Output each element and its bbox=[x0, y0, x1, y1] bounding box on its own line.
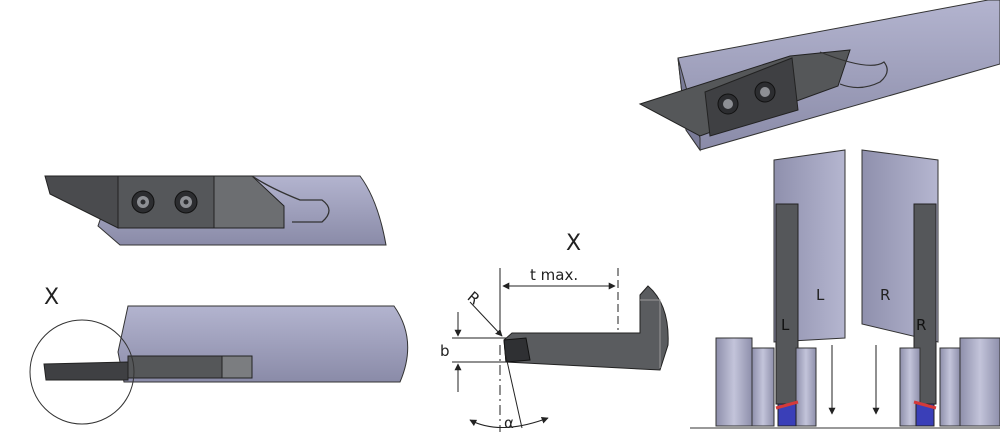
holder-left-label: L bbox=[816, 286, 825, 304]
screw-icon bbox=[174, 190, 198, 214]
t-max-label: t max. bbox=[530, 266, 578, 284]
detail-x-view: X t max. R b α bbox=[440, 231, 669, 432]
insert-left-label: L bbox=[781, 316, 790, 334]
holder-right-label: R bbox=[880, 286, 890, 304]
angle-alpha-label: α bbox=[504, 414, 514, 432]
screw-icon bbox=[717, 93, 739, 115]
holder-isometric-view bbox=[638, 0, 1000, 152]
holder-side-view bbox=[44, 175, 387, 246]
insert-right-label: R bbox=[916, 316, 926, 334]
left-right-holders: L L R R bbox=[690, 149, 1000, 429]
radius-label: R bbox=[464, 288, 484, 308]
detail-label-x-center: X bbox=[566, 231, 581, 256]
width-b-label: b bbox=[440, 342, 450, 360]
detail-circle bbox=[29, 319, 135, 425]
screw-icon bbox=[754, 81, 776, 103]
screw-icon bbox=[131, 190, 155, 214]
detail-label-x-left: X bbox=[44, 285, 59, 310]
holder-top-view: X bbox=[29, 285, 409, 425]
